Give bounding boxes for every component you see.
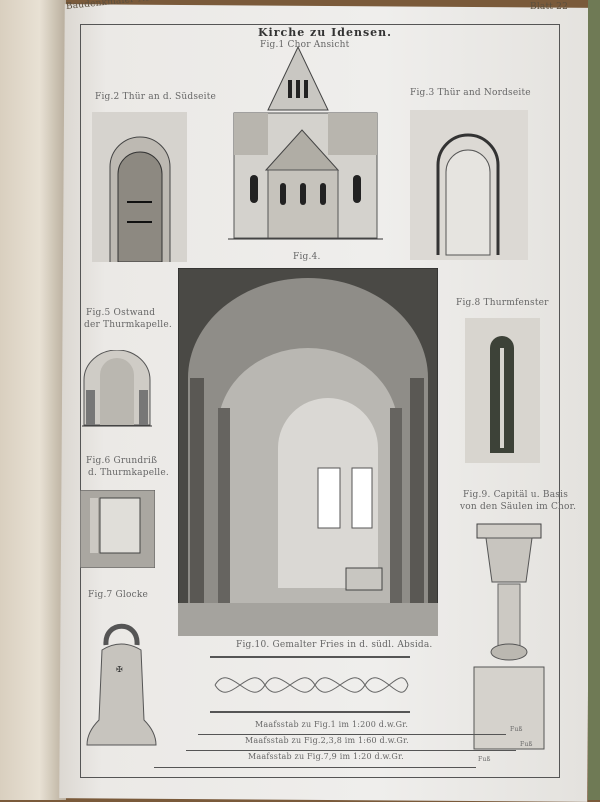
- fig7-bell-drawing: ✠: [86, 623, 157, 746]
- scale-unit-1: Fuß: [510, 726, 523, 733]
- fig6-groundplan-drawing: [80, 490, 155, 568]
- fig3-caption: Fig.3 Thür and Nordseite: [410, 88, 531, 98]
- fig9-caption-2: von den Säulen im Chor.: [460, 502, 577, 512]
- plate-number: Blatt 22: [530, 2, 569, 12]
- fig10-caption: Fig.10. Gemalter Fries in d. südl. Absid…: [236, 640, 433, 650]
- plate-title: Kirche zu Idensen.: [258, 26, 392, 39]
- scale-unit-2: Fuß: [520, 741, 533, 748]
- fig5-eastwall-drawing: [82, 350, 152, 427]
- fig10-frieze-drawing: [210, 656, 410, 713]
- scale-bar-1: [198, 734, 506, 735]
- fig8-window-drawing: [465, 318, 540, 463]
- left-page-edge: [0, 0, 66, 800]
- scale-label-3: Maafsstab zu Fig.7,9 im 1:20 d.w.Gr.: [248, 752, 404, 761]
- fig1-church-drawing: [228, 45, 383, 240]
- fig6-caption: Fig.6 Grundriß: [86, 456, 158, 466]
- fig2-door-drawing: [92, 112, 187, 262]
- fig5-caption-2: der Thurmkapelle.: [84, 320, 172, 330]
- scale-label-1: Maafsstab zu Fig.1 im 1:200 d.w.Gr.: [255, 720, 409, 729]
- scale-bar-2: [186, 750, 516, 751]
- fig3-door-drawing: [410, 110, 528, 260]
- svg-text:✠: ✠: [116, 665, 123, 674]
- fig9-column-drawing: [473, 523, 545, 750]
- fig4-interior-drawing: [178, 268, 438, 636]
- scale-unit-3: Fuß: [478, 756, 491, 763]
- fig1-caption: Fig.1 Chor Ansicht: [260, 40, 350, 50]
- fig6-caption-2: d. Thurmkapelle.: [88, 468, 169, 478]
- scale-label-2: Maafsstab zu Fig.2,3,8 im 1:60 d.w.Gr.: [245, 736, 409, 745]
- fig8-caption: Fig.8 Thurmfenster: [456, 298, 549, 308]
- fig7-caption: Fig.7 Glocke: [88, 590, 149, 600]
- background-edge: [588, 0, 600, 800]
- fig2-caption: Fig.2 Thür an d. Südseite: [95, 92, 217, 102]
- scale-bar-3: [154, 767, 476, 768]
- fig5-caption: Fig.5 Ostwand: [86, 308, 156, 318]
- plate-frame: [80, 24, 560, 778]
- fig9-caption: Fig.9. Capitäl u. Basis: [463, 490, 569, 500]
- fig4-caption: Fig.4.: [293, 252, 321, 262]
